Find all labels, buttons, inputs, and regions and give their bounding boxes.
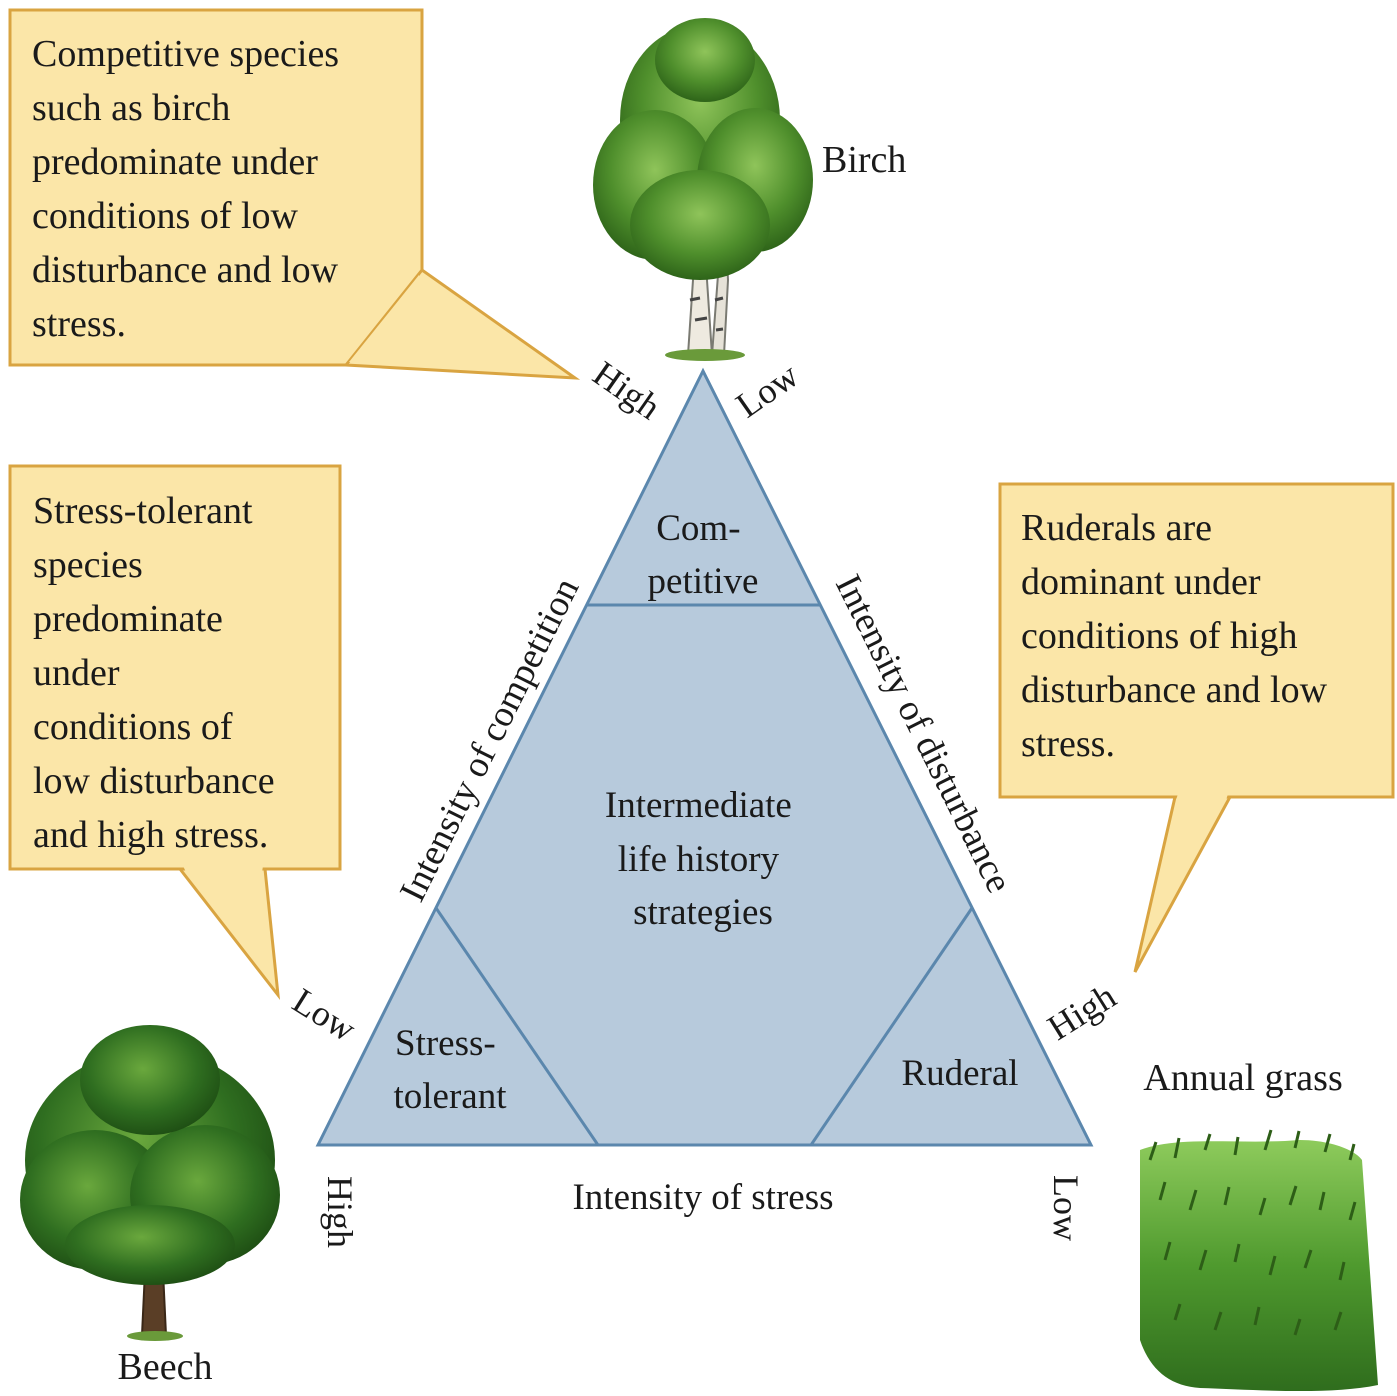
region-intermediate-label: Intermediate life history strategies — [605, 785, 801, 933]
callout-line: predominate under — [32, 141, 318, 183]
annual-grass-icon — [1140, 1130, 1378, 1391]
callout-stress-tolerant: Stress-tolerant species predominate unde… — [10, 466, 340, 995]
callout-pointer — [1135, 797, 1230, 972]
callout-line: and high stress. — [33, 814, 268, 856]
stress-low-tick: Low — [1046, 1175, 1086, 1241]
callout-line: species — [33, 544, 143, 586]
birch-label: Birch — [822, 139, 906, 181]
region-competitive-line: Com- — [656, 508, 740, 549]
competition-high-tick: High — [586, 353, 668, 427]
callout-pointer-join — [1176, 794, 1228, 800]
region-intermediate-line: strategies — [633, 892, 773, 933]
disturbance-low-tick: Low — [729, 355, 806, 426]
callout-line: Ruderals are — [1021, 507, 1212, 549]
callout-line: stress. — [1021, 723, 1115, 765]
region-intermediate-line: life history — [618, 839, 780, 880]
region-intermediate-line: Intermediate — [605, 785, 792, 826]
callout-line: disturbance and low — [1021, 669, 1328, 711]
callout-line: conditions of — [33, 706, 233, 748]
callout-line: disturbance and low — [32, 249, 339, 291]
region-stress-tolerant-line: tolerant — [393, 1076, 507, 1117]
beech-tree-icon — [20, 1025, 280, 1341]
stress-high-tick: High — [320, 1176, 360, 1248]
callout-line: such as birch — [32, 87, 230, 129]
region-competitive-line: petitive — [648, 561, 759, 602]
birch-tree-icon — [593, 18, 813, 361]
callout-line: dominant under — [1021, 561, 1261, 603]
callout-line: under — [33, 652, 120, 694]
axis-stress-label: Intensity of stress — [572, 1177, 833, 1218]
region-ruderal-label: Ruderal — [901, 1053, 1018, 1094]
callout-line: conditions of high — [1021, 615, 1298, 657]
callout-pointer-join — [183, 866, 263, 872]
region-stress-tolerant-line: Stress- — [395, 1023, 496, 1064]
competition-low-tick: Low — [286, 980, 363, 1049]
callout-line: low disturbance — [33, 760, 275, 802]
callout-ruderal: Ruderals are dominant under conditions o… — [1000, 484, 1393, 972]
callout-line: Competitive species — [32, 33, 339, 75]
callout-line: Stress-tolerant — [33, 490, 253, 532]
callout-line: conditions of low — [32, 195, 299, 237]
callout-pointer — [180, 869, 278, 995]
callout-line: predominate — [33, 598, 223, 640]
annual-grass-label: Annual grass — [1143, 1057, 1342, 1099]
disturbance-high-tick: High — [1041, 976, 1123, 1048]
beech-label: Beech — [118, 1346, 213, 1388]
callout-line: stress. — [32, 303, 126, 345]
callout-competitive: Competitive species such as birch predom… — [10, 10, 575, 378]
